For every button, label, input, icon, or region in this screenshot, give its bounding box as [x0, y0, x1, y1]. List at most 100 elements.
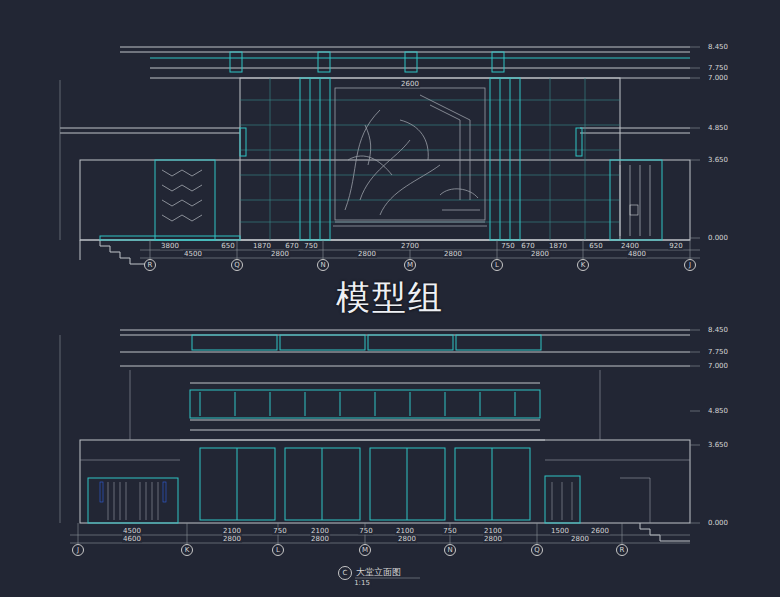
drawing-line: [610, 160, 662, 240]
axis-marker: J: [72, 544, 84, 556]
drawing-line: [88, 478, 178, 523]
drawing-line: [455, 448, 530, 520]
drawing-line: [650, 165, 651, 236]
axis-marker: Q: [231, 259, 243, 271]
drawing-line: [240, 125, 620, 126]
dimension-text: 2800: [530, 251, 550, 258]
drawing-line: [640, 165, 641, 236]
axis-label: J: [77, 547, 79, 554]
axis-marker: M: [359, 544, 371, 556]
caption-symbol: C: [338, 566, 352, 580]
axis-label: Q: [234, 262, 240, 269]
drawing-line: [120, 352, 690, 353]
drawing-line: [180, 440, 545, 441]
drawing-line: [280, 335, 365, 350]
drawing-line: [510, 78, 511, 240]
drawing-line: [60, 330, 700, 578]
drawing-line: [100, 482, 103, 502]
drawing-line: [130, 370, 131, 440]
axis-marker: M: [404, 259, 416, 271]
drawing-line: [580, 128, 690, 129]
drawing-line: [310, 78, 311, 240]
watermark: 模型组: [336, 280, 444, 314]
drawing-line: [580, 133, 690, 134]
drawing-line: [370, 448, 445, 520]
drawing-line: [420, 95, 480, 210]
dimension-text: 1870: [548, 243, 568, 250]
axis-marker: K: [181, 544, 193, 556]
drawing-line: [150, 240, 151, 259]
drawing-line: [333, 88, 487, 226]
axis-marker: N: [444, 544, 456, 556]
axis-label: L: [495, 262, 499, 269]
dimension-text: 670: [284, 243, 299, 250]
drawing-line: [640, 523, 690, 541]
drawing-line: [620, 478, 650, 523]
drawing-line: [576, 128, 582, 156]
dimension-text: 4800: [627, 251, 647, 258]
drawing-line: [163, 482, 166, 502]
drawing-caption: 大堂立面图: [356, 566, 401, 579]
drawing-line: [333, 226, 487, 227]
drawing-line: [492, 448, 493, 520]
drawing-line: [240, 222, 620, 223]
dimension-text: 3.650: [707, 442, 729, 449]
drawing-line: [690, 47, 700, 238]
drawing-line: [335, 88, 485, 220]
drawing-line: [270, 78, 271, 240]
dimension-text: 2100: [310, 528, 330, 535]
axis-label: M: [362, 547, 368, 554]
dimension-text: 2800: [270, 251, 290, 258]
dimension-text: 2800: [310, 536, 330, 543]
drawing-line: [80, 330, 690, 541]
drawing-line: [190, 420, 540, 421]
axis-marker: N: [317, 259, 329, 271]
drawing-line: [60, 47, 690, 264]
drawing-line: [187, 523, 188, 544]
drawing-line: [240, 128, 246, 156]
dimension-text: 1500: [550, 528, 570, 535]
drawing-line: [162, 170, 202, 221]
dimension-text: 750: [358, 528, 373, 535]
drawing-line: [162, 165, 650, 236]
dimension-text: 2400: [620, 243, 640, 250]
drawing-line: [545, 460, 690, 461]
drawing-line: [368, 335, 453, 350]
drawing-line: [237, 448, 238, 520]
axis-marker: J: [684, 259, 696, 271]
dimension-text: 2800: [570, 536, 590, 543]
drawing-line: [550, 78, 551, 240]
drawing-line: [690, 240, 691, 259]
axis-label: K: [581, 262, 586, 269]
drawing-line: [200, 392, 515, 416]
drawing-line: [60, 80, 61, 240]
axis-label: N: [320, 262, 325, 269]
drawing-line: [140, 250, 700, 251]
dimension-text: 7.000: [707, 75, 729, 82]
dimension-text: 4.850: [707, 408, 729, 415]
axis-marker: Q: [531, 544, 543, 556]
drawing-line: [355, 578, 420, 579]
dimension-text: 2800: [397, 536, 417, 543]
drawing-line: [323, 240, 324, 259]
drawing-line: [60, 335, 61, 523]
drawing-line: [240, 78, 620, 240]
drawing-line: [630, 165, 631, 236]
drawing-line: [237, 240, 238, 259]
axis-label: K: [185, 547, 190, 554]
drawing-line: [285, 448, 360, 520]
drawing-line: [80, 240, 81, 260]
drawing-line: [60, 128, 240, 129]
axis-label: C: [343, 570, 348, 577]
dimension-text: 2800: [483, 536, 503, 543]
drawing-line: [630, 205, 638, 215]
dimension-text: 0.000: [707, 520, 729, 527]
drawing-line: [690, 330, 700, 523]
drawing-line: [60, 133, 240, 134]
axis-label: R: [148, 262, 153, 269]
drawing-line: [240, 175, 620, 176]
drawing-line: [622, 523, 623, 544]
dimension-text: 2600: [400, 81, 420, 88]
drawing-line: [240, 200, 620, 201]
dimension-text: 7.750: [707, 349, 729, 356]
